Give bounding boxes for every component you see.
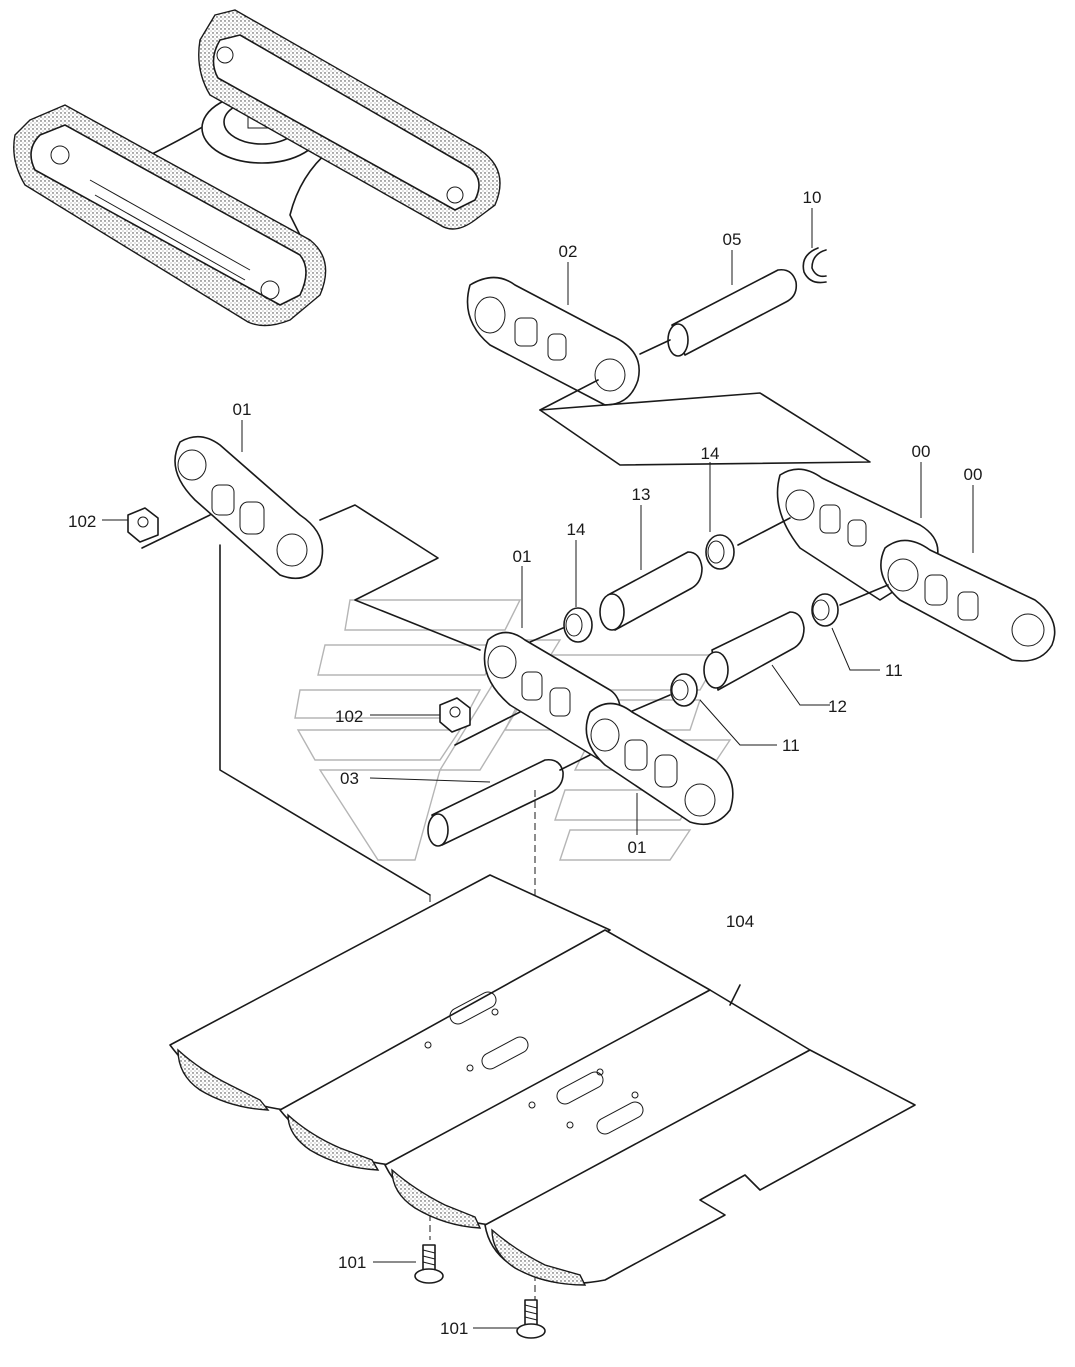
- leader-11-to-link: [629, 694, 671, 713]
- callout-01-upper: 01: [233, 400, 252, 419]
- callout-03: 03: [340, 769, 359, 788]
- callout-00-rear: 00: [912, 442, 931, 461]
- callout-101-upper: 101: [338, 1253, 366, 1272]
- track-pin-03: [427, 754, 591, 847]
- callout-102-upper: 102: [68, 512, 96, 531]
- track-link-00-front: [880, 539, 1056, 662]
- bolt-101-lower: [516, 1299, 546, 1339]
- callout-02: 02: [559, 242, 578, 261]
- bushing-13: [599, 551, 703, 631]
- callout-labels: 02 05 10 01 102 00 00 14 13 14 01 11 12 …: [68, 188, 982, 1338]
- callout-102-lower: 102: [335, 707, 363, 726]
- bushing-12: [703, 611, 805, 691]
- track-link-02: [466, 276, 640, 411]
- callout-05: 05: [723, 230, 742, 249]
- nut-102-upper: [127, 507, 159, 543]
- callout-12: 12: [828, 697, 847, 716]
- callout-13: 13: [632, 485, 651, 504]
- callout-104: 104: [726, 912, 754, 931]
- callout-11-upper: 11: [885, 661, 903, 680]
- callout-10: 10: [803, 188, 822, 207]
- seal-11-upper: [811, 584, 889, 627]
- callout-14-upper: 14: [701, 444, 720, 463]
- leader-box-01: [319, 504, 481, 651]
- track-pin-05: [639, 268, 798, 357]
- snap-ring-10: [802, 247, 827, 284]
- leader-box-02-00: [539, 392, 871, 466]
- track-shoe-assembly-104: [169, 874, 916, 1286]
- callout-101-lower: 101: [440, 1319, 468, 1338]
- seal-11-lower: [670, 673, 698, 707]
- callout-11-lower: 11: [782, 736, 800, 755]
- callout-01-middle: 01: [513, 547, 532, 566]
- track-link-01-upper: [141, 435, 324, 580]
- leader-14-to-link: [529, 627, 564, 643]
- seal-14-lower: [563, 607, 593, 643]
- callout-01-lower: 01: [628, 838, 647, 857]
- callout-00-front: 00: [964, 465, 983, 484]
- seal-14-upper: [705, 517, 791, 570]
- callout-14-lower: 14: [567, 520, 586, 539]
- undercarriage-assembly-illustration: [13, 9, 501, 327]
- nut-102-lower: [439, 697, 521, 746]
- track-link-01-lower: [585, 702, 734, 826]
- bolt-101-upper: [414, 1244, 444, 1284]
- guide-line-left: [219, 544, 431, 896]
- callout-leaders: [102, 208, 974, 1329]
